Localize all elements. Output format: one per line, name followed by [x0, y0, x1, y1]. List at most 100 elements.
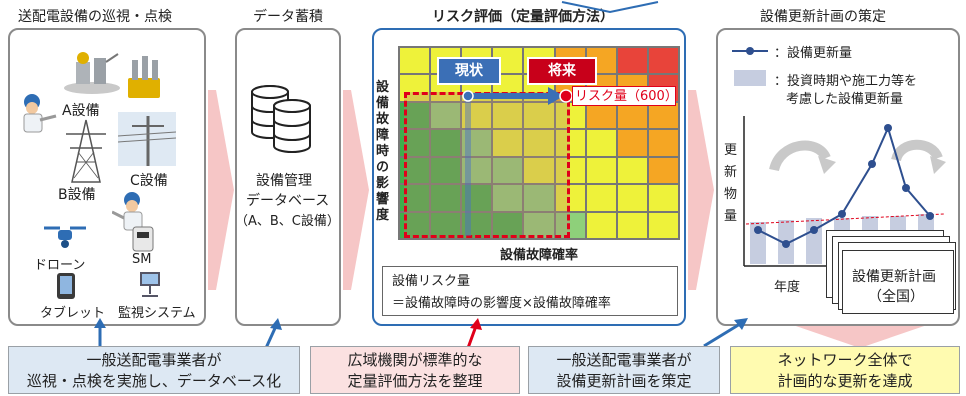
- chevron-arrow-3: [688, 90, 714, 290]
- bottom-box-inspection-line2: 巡視・点検を実施し、データベース化: [26, 372, 282, 390]
- substation-icon: [64, 52, 120, 94]
- label-monitoring-system: 監視システム: [118, 306, 196, 321]
- plan-doc-subtitle: （全国）: [868, 289, 924, 305]
- heatmap-cell: [617, 212, 647, 238]
- risk-formula-equation: ＝設備故障時の影響度×設備故障確率: [392, 296, 611, 311]
- heatmap-cell: [586, 185, 616, 211]
- label-drone: ドローン: [34, 258, 86, 273]
- current-region-overlay: [404, 92, 570, 238]
- database-label-1: 設備管理: [256, 173, 312, 189]
- stage-title-inspection: 送配電設備の巡視・点検: [18, 9, 172, 25]
- heatmap-cell: [555, 212, 585, 238]
- heatmap-cell: [648, 185, 678, 211]
- drone-icon: [44, 226, 86, 248]
- label-a-equipment: A設備: [62, 103, 100, 119]
- stage-title-renewal-plan: 設備更新計画の策定: [760, 9, 886, 25]
- plan-doc-title: 設備更新計画: [852, 269, 936, 285]
- heatmap-cell: [524, 185, 554, 211]
- heatmap-cell: [462, 130, 492, 156]
- heatmap-cell: [431, 102, 461, 129]
- tablet-icon: [57, 273, 75, 299]
- heatmap-cell: [586, 130, 616, 156]
- connector-arrow-4: [703, 318, 748, 348]
- heatmap-cell: [617, 48, 647, 74]
- bottom-box-outcome-line2: 計画的な更新を達成: [777, 372, 913, 390]
- stage-title-data-storage: データ蓄積: [253, 9, 323, 25]
- heatmap-cell: [524, 102, 554, 129]
- chevron-arrow-2: [343, 90, 369, 290]
- stage-title-risk-evaluation: リスク評価（定量評価方法）: [432, 9, 614, 25]
- bottom-box-inspection-line1: 一般送配電事業者が: [86, 351, 222, 369]
- bottom-box-evaluation: 広域機関が標準的な 定量評価方法を整理: [310, 346, 520, 394]
- label-sm: SM: [132, 252, 152, 267]
- database-label-2: データベース: [246, 193, 330, 209]
- heatmap-cell: [400, 48, 430, 74]
- bottom-box-planning-line2: 設備更新計画を策定: [556, 372, 692, 390]
- legend-line-label: ：設備更新量: [774, 46, 853, 61]
- risk-amount-label: リスク量（600）: [572, 86, 678, 106]
- heatmap-cell: [462, 185, 492, 211]
- heatmap-cell: [462, 102, 492, 129]
- future-label: 将来: [527, 57, 597, 85]
- connector-arrow-2: [264, 318, 282, 348]
- plan-doc-front: [842, 250, 954, 314]
- heatmap-cell: [431, 185, 461, 211]
- database-label-3: （A、B、C設備）: [235, 214, 340, 229]
- bottom-box-evaluation-line1: 広域機関が標準的な: [347, 351, 483, 369]
- risk-transition-arrow: [462, 87, 573, 105]
- heatmap-cell: [524, 157, 554, 184]
- label-b-equipment: B設備: [58, 187, 96, 203]
- heatmap-cell: [462, 212, 492, 238]
- callout-tip: [561, 1, 659, 14]
- heatmap-cell: [555, 157, 585, 184]
- heatmap-cell: [524, 130, 554, 156]
- down-arrow: [790, 324, 930, 348]
- worker-icon: [23, 94, 57, 133]
- database-icon: [251, 85, 311, 153]
- label-tablet: タブレット: [40, 306, 106, 321]
- heatmap-cell: [617, 185, 647, 211]
- heatmap-cell: [493, 185, 523, 211]
- legend-line-icon: [732, 47, 768, 55]
- label-c-equipment: C設備: [130, 173, 168, 189]
- risk-x-axis-label: 設備故障確率: [500, 248, 579, 263]
- current-region: [404, 92, 570, 238]
- heatmap-cell: [493, 157, 523, 184]
- transmission-tower-icon: [66, 119, 106, 183]
- heatmap-cell: [493, 212, 523, 238]
- current-label: 現状: [437, 57, 501, 85]
- heatmap-cell: [555, 102, 585, 129]
- heatmap-cell: [555, 130, 585, 156]
- bottom-box-planning-line1: 一般送配電事業者が: [556, 351, 692, 369]
- heatmap-cell: [648, 130, 678, 156]
- heatmap-cell: [431, 130, 461, 156]
- heatmap-cell: [648, 212, 678, 238]
- heatmap-cell: [617, 130, 647, 156]
- heatmap-cell: [648, 102, 678, 129]
- legend-bar-label-1: ：投資時期や施工力等を: [774, 74, 918, 89]
- heatmap-cell: [648, 157, 678, 184]
- risk-formula-title: 設備リスク量: [392, 274, 471, 289]
- utility-pole-icon: [118, 112, 176, 166]
- bottom-box-outcome: ネットワーク全体で 計画的な更新を達成: [730, 346, 960, 394]
- bottom-box-evaluation-line2: 定量評価方法を整理: [347, 372, 483, 390]
- database-panel: [235, 28, 341, 326]
- heatmap-cell: [524, 212, 554, 238]
- risk-y-axis-label: 設備故障時の影響度: [376, 80, 390, 223]
- smart-meter-icon: [132, 226, 154, 252]
- bottom-box-inspection: 一般送配電事業者が 巡視・点検を実施し、データベース化: [8, 346, 300, 394]
- heatmap-cell: [493, 102, 523, 129]
- bottom-box-planning: 一般送配電事業者が 設備更新計画を策定: [528, 346, 720, 394]
- worker-icon: [112, 192, 143, 231]
- monitoring-system-icon: [140, 272, 160, 297]
- connector-arrow-3: [466, 318, 482, 348]
- current-column-highlight: [465, 94, 471, 236]
- heatmap-cell: [431, 157, 461, 184]
- heatmap-cell: [555, 185, 585, 211]
- chevron-arrow-1: [208, 90, 234, 290]
- legend-bar-icon: [734, 70, 766, 86]
- heatmap-cell: [462, 157, 492, 184]
- inspection-panel: [8, 28, 206, 326]
- heatmap-cell: [586, 102, 616, 129]
- bottom-box-outcome-line1: ネットワーク全体で: [777, 351, 913, 369]
